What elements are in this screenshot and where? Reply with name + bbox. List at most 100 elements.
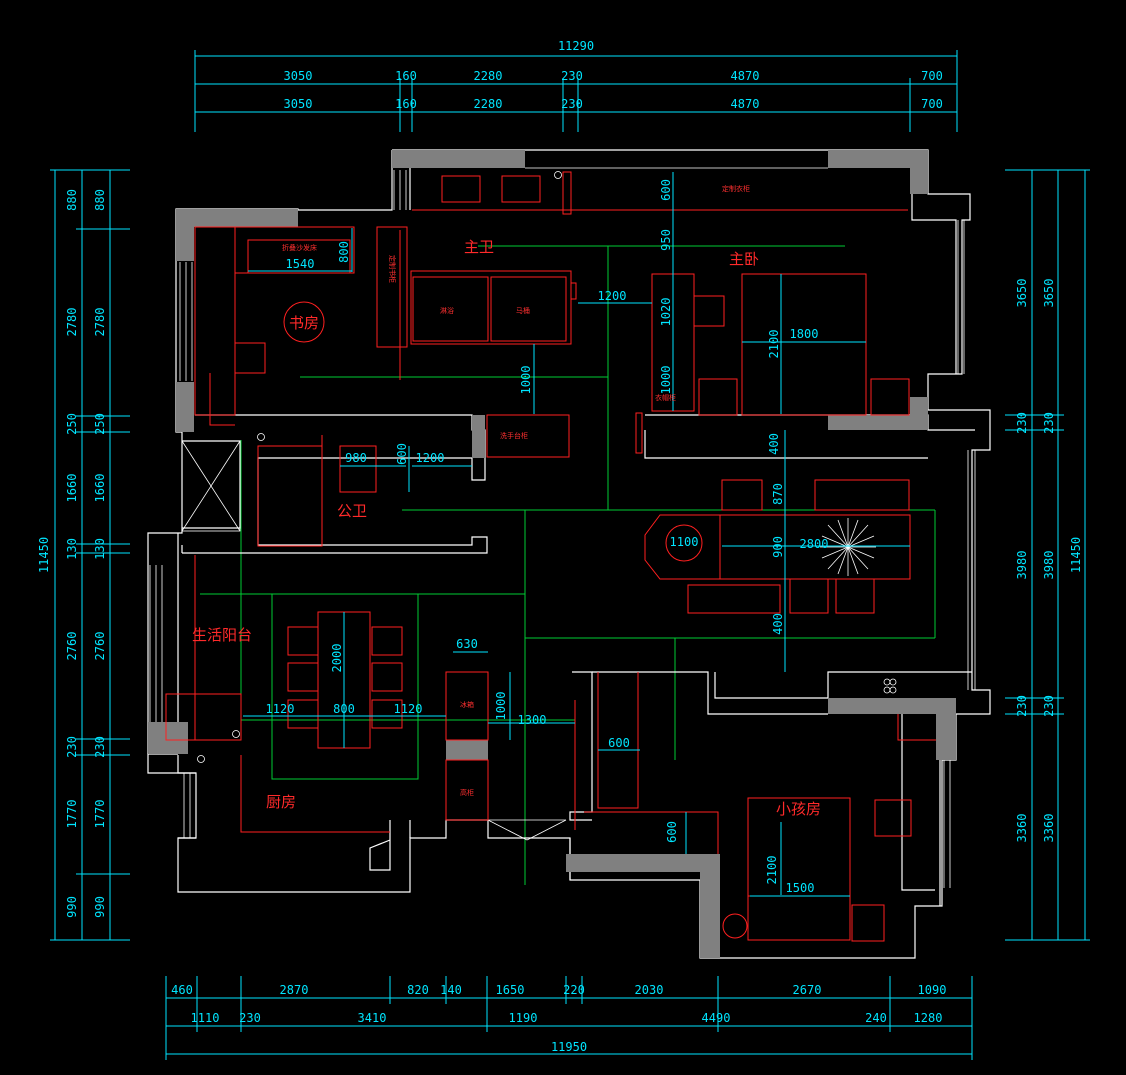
left-dim: 2780 xyxy=(65,308,79,337)
room-label-kids-room: 小孩房 xyxy=(776,800,821,818)
room-label-kitchen: 厨房 xyxy=(266,793,296,811)
dim-900: 900 xyxy=(771,536,785,558)
dim-2100: 2100 xyxy=(765,856,779,885)
bottom-dim: 4490 xyxy=(702,1011,731,1025)
entry-door xyxy=(181,440,567,841)
left-dim: 880 xyxy=(93,189,107,211)
bottom-dim: 2030 xyxy=(635,983,664,997)
bottom-dim: 1280 xyxy=(914,1011,943,1025)
top-dimensions: 11290 3050 160 2280 230 4870 700 3050 16… xyxy=(284,39,943,111)
bottom-dim: 1090 xyxy=(918,983,947,997)
top-dim: 700 xyxy=(921,69,943,83)
furniture xyxy=(165,171,936,942)
left-dim: 1770 xyxy=(65,800,79,829)
top-dim: 2280 xyxy=(474,69,503,83)
note-custom-wardrobe: 定制衣柜 xyxy=(722,184,750,193)
dim-1120: 1120 xyxy=(266,702,295,716)
note-custom-study-cabinet: 定制书柜 xyxy=(388,255,397,283)
right-dim: 230 xyxy=(1015,695,1029,717)
windows xyxy=(149,167,976,888)
left-dim: 250 xyxy=(93,413,107,435)
bottom-dim: 2670 xyxy=(793,983,822,997)
left-dim: 250 xyxy=(65,413,79,435)
room-label-study: 书房 xyxy=(289,314,319,332)
note-shower: 淋浴 xyxy=(440,306,454,315)
room-label-living-balcony: 生活阳台 xyxy=(192,626,252,644)
dim-1500: 1500 xyxy=(786,881,815,895)
bottom-dim: 1190 xyxy=(509,1011,538,1025)
note-fridge: 冰箱 xyxy=(460,700,474,709)
dim-1000: 1000 xyxy=(519,366,533,395)
left-dim: 2780 xyxy=(93,308,107,337)
note-toilet: 马桶 xyxy=(516,306,530,315)
right-dim: 230 xyxy=(1042,695,1056,717)
dim-400: 400 xyxy=(767,433,781,455)
dim-2000: 2000 xyxy=(330,644,344,673)
note-folding-sofa-bed: 折叠沙发床 xyxy=(282,243,317,252)
bottom-dim: 240 xyxy=(865,1011,887,1025)
note-washbasin-cabinet: 洗手台柜 xyxy=(500,431,528,440)
left-dim: 2760 xyxy=(65,632,79,661)
left-dim: 1770 xyxy=(93,800,107,829)
note-high-cabinet: 高柜 xyxy=(460,788,474,797)
dim-980: 980 xyxy=(345,451,367,465)
dim-1300: 1300 xyxy=(518,713,547,727)
walls xyxy=(147,149,991,959)
right-total-dim: 11450 xyxy=(1069,537,1083,573)
dim-1000: 1000 xyxy=(494,692,508,721)
top-dim: 3050 xyxy=(284,69,313,83)
dim-950: 950 xyxy=(659,229,673,251)
right-dim: 3360 xyxy=(1042,814,1056,843)
dim-600: 600 xyxy=(608,736,630,750)
dim-600: 600 xyxy=(395,443,409,465)
right-dim: 230 xyxy=(1015,412,1029,434)
right-dim: 3650 xyxy=(1015,279,1029,308)
top-dim: 3050 xyxy=(284,97,313,111)
bottom-dim: 460 xyxy=(171,983,193,997)
dim-870: 870 xyxy=(771,483,785,505)
left-dim: 880 xyxy=(65,189,79,211)
top-dim: 700 xyxy=(921,97,943,111)
top-dim: 2280 xyxy=(474,97,503,111)
left-dim: 990 xyxy=(65,896,79,918)
left-dim: 230 xyxy=(65,736,79,758)
left-dim: 230 xyxy=(93,736,107,758)
bottom-dim: 1110 xyxy=(191,1011,220,1025)
dim-600: 600 xyxy=(659,179,673,201)
left-dim: 990 xyxy=(93,896,107,918)
left-dim: 130 xyxy=(65,538,79,560)
left-dim: 1660 xyxy=(93,474,107,503)
right-dimensions: 3650 230 3980 230 3360 3650 230 3980 230… xyxy=(1015,279,1083,843)
dim-630: 630 xyxy=(456,637,478,651)
top-total-dim: 11290 xyxy=(558,39,594,53)
note-hallway-wardrobe: 衣帽柜 xyxy=(655,393,676,402)
plant-icon xyxy=(820,518,876,576)
right-dim: 3650 xyxy=(1042,279,1056,308)
interior-dim-lines xyxy=(243,172,910,897)
left-dim: 2760 xyxy=(93,632,107,661)
dim-1540: 1540 xyxy=(286,257,315,271)
room-label-public-bath: 公卫 xyxy=(337,502,367,520)
bottom-dim: 2870 xyxy=(280,983,309,997)
bottom-dim: 140 xyxy=(440,983,462,997)
left-total-dim: 11450 xyxy=(37,537,51,573)
bottom-dim: 230 xyxy=(239,1011,261,1025)
dim-600: 600 xyxy=(665,821,679,843)
wall-fills xyxy=(148,150,956,958)
room-label-master-bath: 主卫 xyxy=(464,238,494,256)
furniture-notes: 定制衣柜 折叠沙发床 淋浴 马桶 洗手台柜 衣帽柜 冰箱 高柜 定制书柜 xyxy=(282,184,750,797)
axis-lines xyxy=(200,245,936,885)
right-dim: 230 xyxy=(1042,412,1056,434)
dim-1200: 1200 xyxy=(598,289,627,303)
room-labels: 书房 主卫 主卧 公卫 生活阳台 厨房 小孩房 xyxy=(192,238,821,818)
dim-1200: 1200 xyxy=(416,451,445,465)
dim-1120: 1120 xyxy=(394,702,423,716)
interior-dims: 1540 800 1200 600 950 1020 1000 1000 210… xyxy=(266,179,829,895)
bottom-dim: 220 xyxy=(563,983,585,997)
dim-1000: 1000 xyxy=(659,366,673,395)
dim-800: 800 xyxy=(337,241,351,263)
top-dim: 160 xyxy=(395,97,417,111)
dimension-lines xyxy=(50,50,1090,1060)
